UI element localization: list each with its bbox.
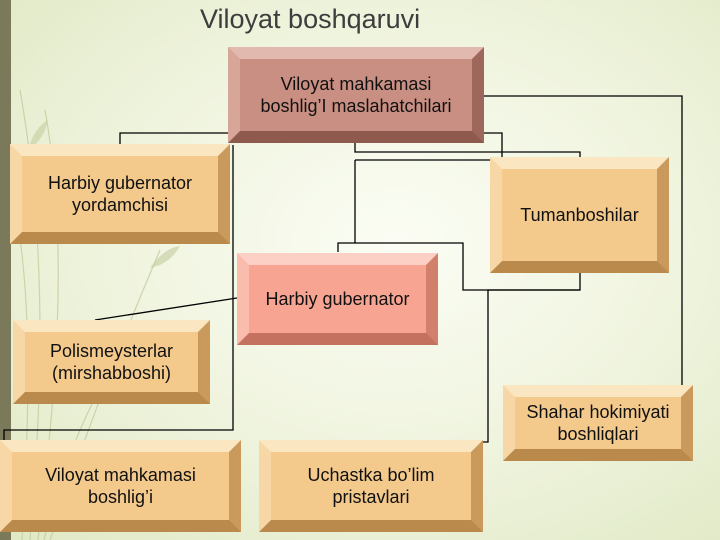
advisors-box: Viloyat mahkamasi boshlig’I maslahatchil… [228,47,484,143]
city-heads-box: Shahar hokimiyati boshliqlari [503,385,693,461]
office-head-box: Viloyat mahkamasi boshlig’i [0,440,241,532]
left-accent-bar [0,0,11,540]
office-head-label: Viloyat mahkamasi boshlig’i [45,465,196,507]
city-heads-label: Shahar hokimiyati boshliqlari [526,402,670,444]
deputy-governor-label: Harbiy gubernator yordamchisi [47,173,193,215]
military-governor-label: Harbiy gubernator [265,289,410,309]
military-governor-box: Harbiy gubernator [237,253,438,345]
page-title: Viloyat boshqaruvi [200,4,421,34]
advisors-label: Viloyat mahkamasi boshlig’I maslahatchil… [260,74,452,116]
police-chiefs-label: Polismeysterlar (mirshabboshi) [49,341,174,383]
police-chiefs-box: Polismeysterlar (mirshabboshi) [13,320,210,404]
deputy-governor-box: Harbiy gubernator yordamchisi [10,144,230,244]
bailiffs-box: Uchastka bo’lim pristavlari [259,440,483,532]
district-chiefs-label: Tumanboshilar [520,205,639,225]
district-chiefs-box: Tumanboshilar [490,157,669,273]
bailiffs-label: Uchastka bo’lim pristavlari [307,465,435,507]
